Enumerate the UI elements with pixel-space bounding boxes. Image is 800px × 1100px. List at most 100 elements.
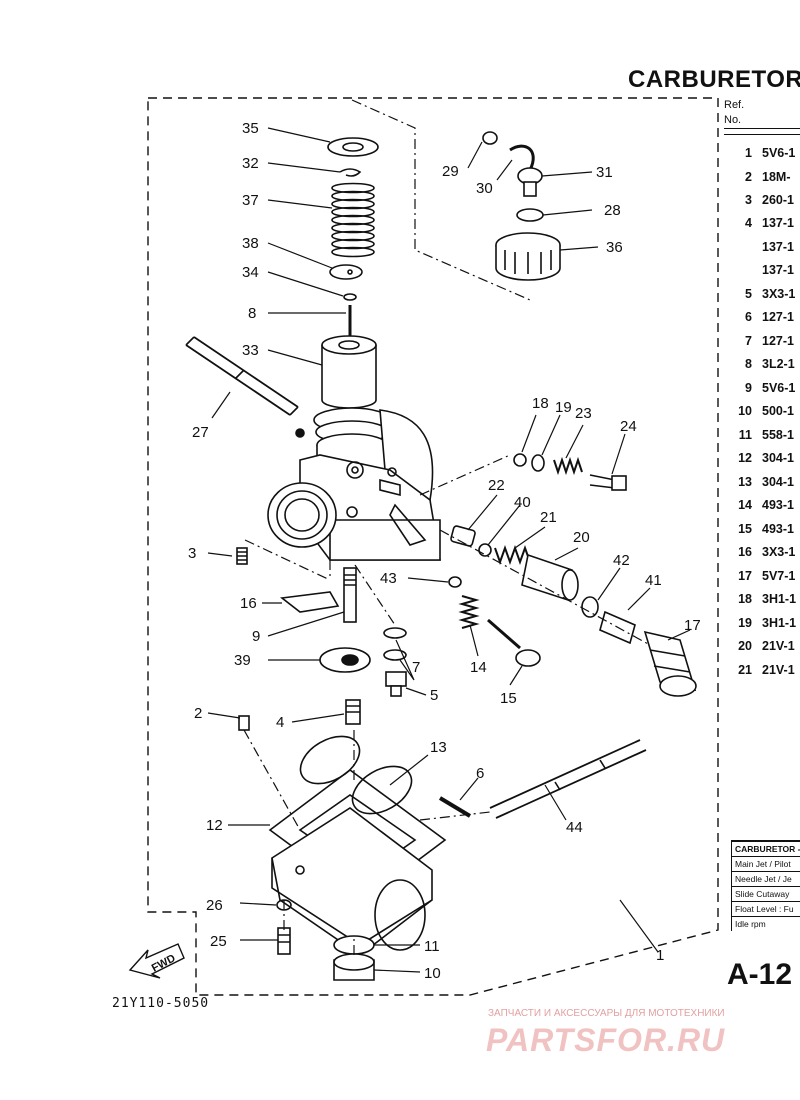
part-14-spring — [458, 595, 480, 629]
callout-17: 17 — [684, 617, 701, 634]
callout-29: 29 — [442, 163, 459, 180]
callout-23: 23 — [575, 405, 592, 422]
parts-row: 20 21V-1 — [734, 639, 795, 653]
part-25-screw — [277, 927, 291, 955]
parts-row-number: 558-1 — [762, 428, 794, 442]
diagram-code: 21Y110-5050 — [112, 996, 210, 1011]
parts-row-ref: 13 — [738, 475, 752, 489]
table-rule-second — [724, 134, 800, 135]
part-24-throttle-screw — [589, 474, 627, 491]
part-6-float-pin — [438, 796, 472, 818]
parts-row-number: 493-1 — [762, 522, 794, 536]
callout-39: 39 — [234, 652, 251, 669]
callout-44: 44 — [566, 819, 583, 836]
part-43-o-ring — [448, 576, 462, 588]
callout-41: 41 — [645, 572, 662, 589]
part-32-clip — [339, 168, 362, 177]
parts-row: 7 127-1 — [734, 334, 794, 348]
part-21-spring — [494, 545, 531, 565]
callout-11: 11 — [424, 938, 440, 955]
parts-row-ref: 1 — [745, 146, 752, 160]
callout-12: 12 — [206, 817, 223, 834]
parts-row-ref: 17 — [738, 569, 752, 583]
ref-header-line1: Ref. — [724, 99, 745, 111]
callout-37: 37 — [242, 192, 259, 209]
part-39-baffle — [319, 647, 371, 673]
parts-row-number: 5V6-1 — [762, 146, 796, 160]
parts-row: 19 3H1-1 — [734, 616, 796, 630]
parts-row-number: 127-1 — [762, 334, 794, 348]
callout-42: 42 — [613, 552, 630, 569]
parts-row-ref: 7 — [745, 334, 752, 348]
parts-row-ref: 6 — [745, 310, 752, 324]
parts-row-ref: 9 — [745, 381, 752, 395]
callout-16: 16 — [240, 595, 257, 612]
part-7-washer — [383, 627, 407, 639]
fwd-arrow-icon: FWD — [128, 943, 185, 979]
parts-row: 3 260-1 — [734, 193, 794, 207]
parts-row-ref: 2 — [745, 170, 752, 184]
parts-row: 1 5V6-1 — [734, 146, 795, 160]
parts-row-ref: 4 — [745, 216, 752, 230]
part-7-washer — [383, 649, 407, 661]
float-bowl — [271, 807, 433, 956]
parts-row-number: 3L2-1 — [762, 357, 795, 371]
parts-row-ref: 21 — [738, 663, 752, 677]
carburetor-body — [267, 407, 441, 561]
callout-22: 22 — [488, 477, 505, 494]
callout-35: 35 — [242, 120, 259, 137]
callout-33: 33 — [242, 342, 259, 359]
part-40-o-ring — [478, 543, 492, 557]
watermark-logo: PARTSFOR.RU — [486, 1022, 726, 1058]
parts-row-number: 137-1 — [762, 216, 794, 230]
callout-21: 21 — [540, 509, 557, 526]
parts-row-number: 137-1 — [762, 263, 794, 277]
parts-row-number: 493-1 — [762, 498, 794, 512]
callout-38: 38 — [242, 235, 259, 252]
part-31-joint — [517, 167, 543, 197]
callout-1: 1 — [656, 947, 664, 964]
callout-28: 28 — [604, 202, 621, 219]
callout-9: 9 — [252, 628, 260, 645]
parts-row-number: 260-1 — [762, 193, 794, 207]
part-37-spring — [331, 182, 375, 258]
parts-row-ref: 16 — [738, 545, 752, 559]
callout-5: 5 — [430, 687, 438, 704]
part-38-retainer — [329, 264, 363, 280]
parts-row-ref: 15 — [738, 522, 752, 536]
part-22-jet — [450, 525, 476, 547]
callout-24: 24 — [620, 418, 637, 435]
part-9-needle-jet — [343, 567, 357, 623]
ref-header-line2: No. — [724, 114, 742, 126]
part-19-washer — [531, 454, 545, 472]
parts-row-number: 21V-1 — [762, 639, 795, 653]
parts-row-ref: 3 — [745, 193, 752, 207]
callout-3: 3 — [188, 545, 196, 562]
watermark-tagline: ЗАПЧАСТИ И АКСЕССУАРЫ ДЛЯ МОТОТЕХНИКИ — [488, 1008, 725, 1019]
spec-table-row: Slide Cutaway — [732, 886, 800, 901]
callout-19: 19 — [555, 399, 572, 416]
leader-lines — [207, 99, 691, 973]
parts-row-ref: 20 — [738, 639, 752, 653]
callout-7: 7 — [412, 659, 420, 676]
parts-row-number: 3H1-1 — [762, 616, 797, 630]
part-30-elbow — [509, 144, 535, 171]
page-title: CARBURETOR — [628, 66, 800, 93]
parts-row-ref: 19 — [738, 616, 752, 630]
parts-row-number: 21V-1 — [762, 663, 795, 677]
callout-14: 14 — [470, 659, 487, 676]
part-34-clip — [343, 293, 357, 301]
spec-table-header: CARBURETOR - I — [732, 840, 800, 856]
part-17-boot — [643, 630, 697, 697]
callout-20: 20 — [573, 529, 590, 546]
part-44-hose — [489, 739, 647, 819]
callout-labels: 35 32 37 38 34 8 33 27 29 30 31 28 36 18… — [188, 120, 701, 982]
parts-row: 137-1 — [734, 263, 794, 277]
